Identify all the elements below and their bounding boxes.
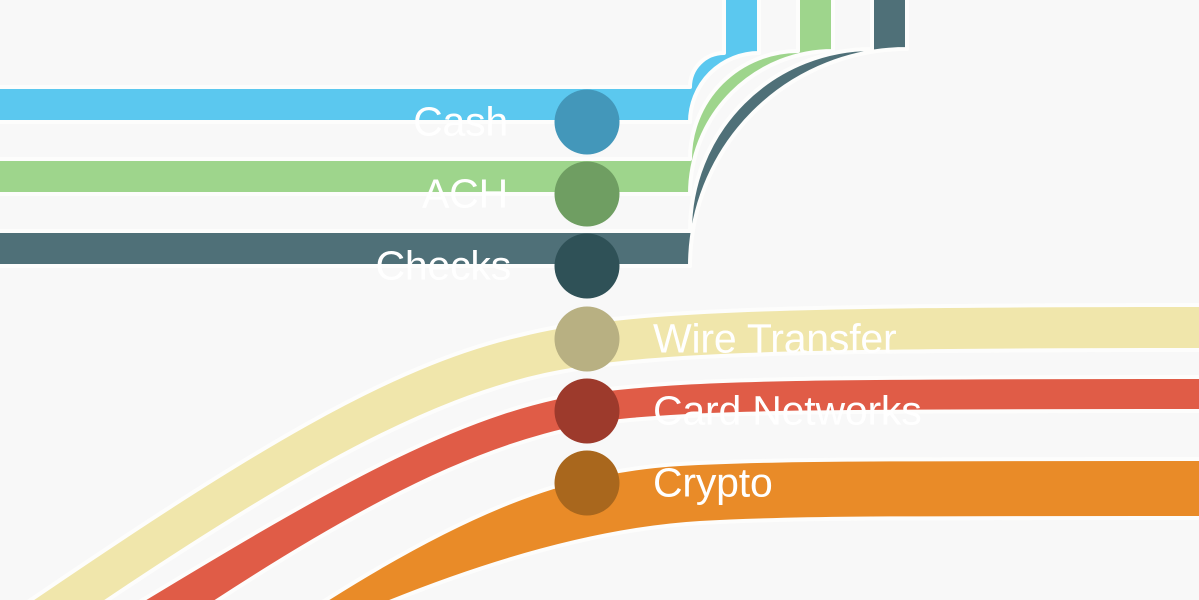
rail-label-crypto: Crypto (653, 459, 773, 506)
rail-label-ach: ACH (422, 170, 508, 217)
rail-path-cash (0, 0, 761, 124)
node-ach[interactable] (554, 161, 620, 227)
rail-label-checks: Checks (375, 242, 511, 289)
node-cash[interactable] (554, 89, 620, 155)
node-wire-transfer[interactable] (554, 306, 620, 372)
node-checks[interactable] (554, 233, 620, 299)
rail-label-wire-transfer: Wire Transfer (653, 315, 897, 362)
node-crypto[interactable] (554, 450, 620, 516)
rail-label-cash: Cash (413, 98, 508, 145)
rail-label-card-networks: Card Networks (653, 387, 922, 434)
rail-path-wire-transfer (27, 303, 1199, 600)
rail-path-checks (0, 0, 909, 268)
rail-path-card-networks (138, 375, 1199, 600)
rail-path-ach (0, 0, 835, 196)
node-card-networks[interactable] (554, 378, 620, 444)
